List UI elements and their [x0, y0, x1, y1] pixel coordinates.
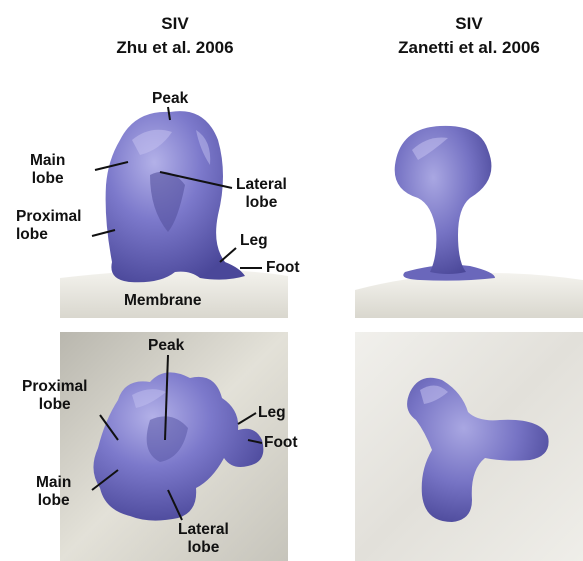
label-leg-side: Leg	[240, 232, 268, 250]
label-line: lobe	[178, 539, 229, 557]
label-main-lobe-top: Main lobe	[36, 474, 71, 510]
label-main-lobe-side: Main lobe	[30, 152, 65, 188]
label-membrane: Membrane	[124, 292, 202, 310]
label-line: Proximal	[22, 378, 87, 396]
label-line: lobe	[22, 396, 87, 414]
label-foot-top: Foot	[264, 434, 298, 452]
label-foot-side: Foot	[266, 259, 300, 277]
label-lateral-lobe-side: Lateral lobe	[236, 176, 287, 212]
label-line: lobe	[36, 492, 71, 510]
label-line: Main	[30, 152, 65, 170]
label-line: Proximal	[16, 208, 81, 226]
label-line: Main	[36, 474, 71, 492]
label-proximal-lobe-side: Proximal lobe	[16, 208, 81, 244]
label-peak-top: Peak	[148, 337, 184, 355]
density-side-view-zhu	[106, 111, 245, 282]
density-side-view-zanetti	[395, 126, 495, 281]
label-line: Lateral	[178, 521, 229, 539]
label-lateral-lobe-top: Lateral lobe	[178, 521, 229, 557]
label-line: Lateral	[236, 176, 287, 194]
label-line: lobe	[30, 170, 65, 188]
label-peak-side: Peak	[152, 90, 188, 108]
label-line: lobe	[236, 194, 287, 212]
label-proximal-lobe-top: Proximal lobe	[22, 378, 87, 414]
label-leg-top: Leg	[258, 404, 286, 422]
label-line: lobe	[16, 226, 81, 244]
